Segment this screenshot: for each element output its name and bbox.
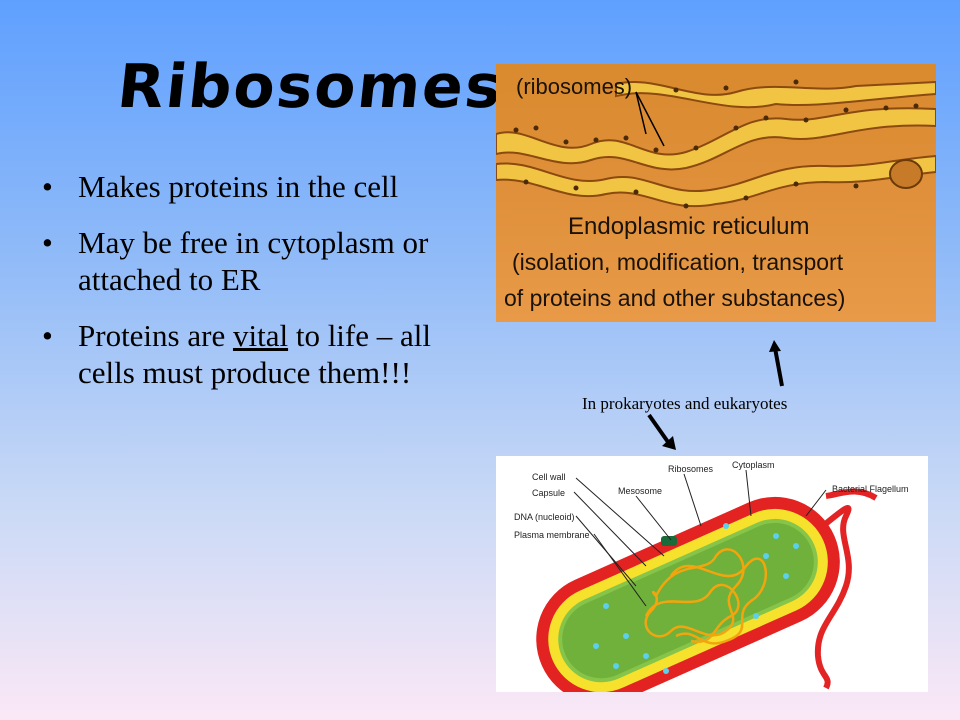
label-flagellum: Bacterial Flagellum (832, 484, 909, 494)
er-label-ribosomes: (ribosomes) (516, 74, 632, 99)
bullet-text-rest: to life – all cells must produce them!!! (78, 318, 431, 390)
er-label-line1: Endoplasmic reticulum (568, 213, 809, 240)
bullet-text: May be free in cytoplasm or attached to … (78, 225, 429, 297)
label-mesosome: Mesosome (618, 486, 662, 496)
er-illustration: (ribosomes) Endoplasmic reticulum (isola… (496, 64, 936, 322)
label-cell-wall: Cell wall (532, 472, 566, 482)
label-dna: DNA (nucleoid) (514, 512, 575, 522)
arrow-down-icon (647, 413, 676, 450)
label-plasma-membrane: Plasma membrane (514, 530, 590, 540)
label-cytoplasm: Cytoplasm (732, 460, 775, 470)
bacterium-illustration: Cell wall Capsule DNA (nucleoid) Plasma … (496, 456, 928, 692)
bullet-text: Makes proteins in the cell (78, 169, 399, 204)
label-capsule: Capsule (532, 488, 565, 498)
arrow-up-icon (769, 340, 784, 387)
bullet-item: • Makes proteins in the cell (42, 168, 472, 205)
label-ribosomes: Ribosomes (668, 464, 714, 474)
slide-title: Ribosomes (114, 52, 507, 122)
bullet-dot: • (42, 169, 53, 204)
bullet-item: • Proteins are vital to life – all cells… (42, 317, 472, 391)
bullet-list: • Makes proteins in the cell • May be fr… (42, 168, 472, 410)
er-label-line3: of proteins and other substances) (504, 285, 845, 311)
bullet-dot: • (42, 225, 53, 260)
caption: In prokaryotes and eukaryotes (582, 394, 788, 413)
bullet-text: Proteins are (78, 318, 233, 353)
bullet-item: • May be free in cytoplasm or attached t… (42, 224, 472, 298)
underlined-word: vital (232, 318, 289, 353)
er-label-line2: (isolation, modification, transport (512, 249, 844, 275)
bullet-dot: • (42, 318, 53, 353)
